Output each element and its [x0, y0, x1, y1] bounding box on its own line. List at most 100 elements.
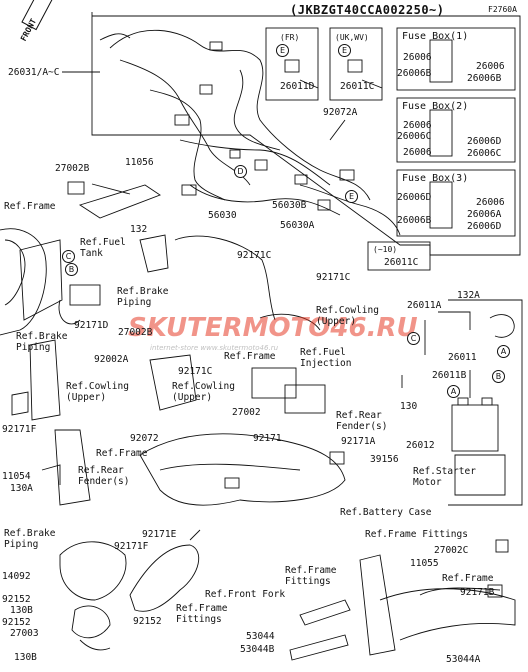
fb1-p4: 26006B	[467, 73, 502, 84]
starter-relay	[454, 454, 506, 496]
label-ref-rear-fender-1: Ref.Rear Fender(s)	[336, 410, 388, 432]
label-26011: 26011	[448, 352, 477, 363]
label-ref-frame-1: Ref.Frame	[4, 201, 56, 212]
label-92171A: 92171A	[341, 436, 376, 447]
harness-wire-1	[109, 29, 371, 201]
harness-wire-4	[179, 139, 331, 186]
to10-box	[367, 241, 431, 271]
label-ref-fuel-tank: Ref.Fuel Tank	[80, 237, 126, 259]
label-130: 130	[400, 401, 418, 412]
label-ref-brake-piping-3: Ref.Brake Piping	[4, 528, 56, 550]
ukwv-connector	[347, 59, 363, 73]
serial-range: (JKBZGT40CCA002250~)	[290, 3, 445, 17]
label-56030A: 56030A	[280, 220, 315, 231]
label-130B-1: 130B	[10, 605, 33, 616]
connector-4	[294, 174, 308, 185]
label-ref-battery-case: Ref.Battery Case	[340, 507, 432, 518]
label-ref-frame-2: Ref.Frame	[224, 351, 276, 362]
label-39156: 39156	[370, 454, 399, 465]
label-92152-1: 92152	[2, 594, 31, 605]
to10-title: (~10)	[373, 245, 398, 254]
pipe-clip	[259, 313, 321, 331]
fb3-p3: 26006	[476, 197, 505, 208]
label-14092: 14092	[2, 571, 31, 582]
battery-26012	[451, 404, 499, 452]
fb3-p4: 26006A	[467, 209, 502, 220]
label-92171C-2: 92171C	[316, 272, 351, 283]
fb2-p4: 26006	[403, 147, 432, 158]
label-ref-starter-motor: Ref.Starter Motor	[413, 466, 476, 488]
label-56030B: 56030B	[272, 200, 307, 211]
label-132: 132	[130, 224, 148, 235]
fuse-box-1	[396, 27, 516, 91]
fb1-p3: 26006	[476, 61, 505, 72]
callout-a-battery: A	[447, 385, 460, 398]
relay-27002	[251, 367, 297, 399]
label-92072A: 92072A	[323, 107, 358, 118]
label-ref-frame-4: Ref.Frame	[442, 573, 494, 584]
callout-b-right: B	[492, 370, 505, 383]
callout-e-main: E	[345, 190, 358, 203]
harness-wire-3	[149, 89, 226, 201]
label-ref-cowling-upper-2: Ref.Cowling (Upper)	[66, 381, 129, 403]
connector-1	[174, 114, 190, 126]
label-ref-brake-piping-1: Ref.Brake Piping	[117, 286, 169, 308]
fr-connector	[284, 59, 300, 73]
harness-wire-6	[189, 184, 341, 216]
connector-9	[209, 41, 223, 51]
fb3-p1: 26006D	[397, 192, 432, 203]
label-11056: 11056	[125, 157, 154, 168]
label-11055: 11055	[410, 558, 439, 569]
label-56030: 56030	[208, 210, 237, 221]
label-26011A: 26011A	[407, 300, 442, 311]
ukwv-title: (UK,WV)	[335, 33, 369, 42]
fb3-p5: 26006D	[467, 221, 502, 232]
label-92171E: 92171E	[142, 529, 177, 540]
label-ref-cowling-upper-1: Ref.Cowling (Upper)	[316, 305, 379, 327]
connector-5	[339, 169, 355, 181]
connector-6	[317, 199, 331, 211]
label-92072: 92072	[130, 433, 159, 444]
harness-wire-2	[119, 59, 251, 186]
label-26011C-top: 26011C	[340, 81, 375, 92]
callout-c-left: C	[62, 250, 75, 263]
label-26011B: 26011B	[432, 370, 467, 381]
callout-b-left: B	[65, 263, 78, 276]
label-ref-cowling-upper-3: Ref.Cowling (Upper)	[172, 381, 235, 403]
label-26012: 26012	[406, 440, 435, 451]
label-11054: 11054	[2, 471, 31, 482]
callout-e-ukwv: E	[338, 44, 351, 57]
stay-92171c	[174, 235, 276, 321]
label-53044A: 53044A	[446, 654, 481, 665]
harness-wire-8	[299, 184, 401, 236]
label-130A: 130A	[10, 483, 33, 494]
connector-3	[229, 149, 241, 159]
label-27002B-top: 27002B	[55, 163, 90, 174]
label-92152-2: 92152	[2, 617, 31, 628]
label-130B-2: 130B	[14, 652, 37, 663]
label-ref-brake-piping-2: Ref.Brake Piping	[16, 331, 68, 353]
fb2-p1: 26006	[403, 120, 432, 131]
undertray	[139, 433, 346, 506]
fb2-p3: 26006D	[467, 136, 502, 147]
relay-box-right	[284, 384, 326, 414]
connector-8	[254, 159, 268, 171]
label-26011C: 26011C	[384, 257, 419, 268]
label-27003: 27003	[10, 628, 39, 639]
label-53044: 53044	[246, 631, 275, 642]
fb1-p1: 26006	[403, 52, 432, 63]
fb2-p2: 26006C	[397, 131, 432, 142]
fuse-box-2	[396, 97, 516, 163]
fuse-box-2-title: Fuse Box(2)	[402, 101, 469, 112]
label-53044B: 53044B	[240, 644, 275, 655]
label-92152-3: 92152	[133, 616, 162, 627]
callout-c-right: C	[407, 332, 420, 345]
fuse-box-3	[396, 169, 516, 237]
connector-7	[181, 184, 197, 196]
label-92171: 92171	[253, 433, 282, 444]
label-92171C-3: 92171C	[178, 366, 213, 377]
fr-box	[265, 27, 319, 101]
label-92171F-1: 92171F	[2, 424, 37, 435]
connector-2	[199, 84, 213, 95]
